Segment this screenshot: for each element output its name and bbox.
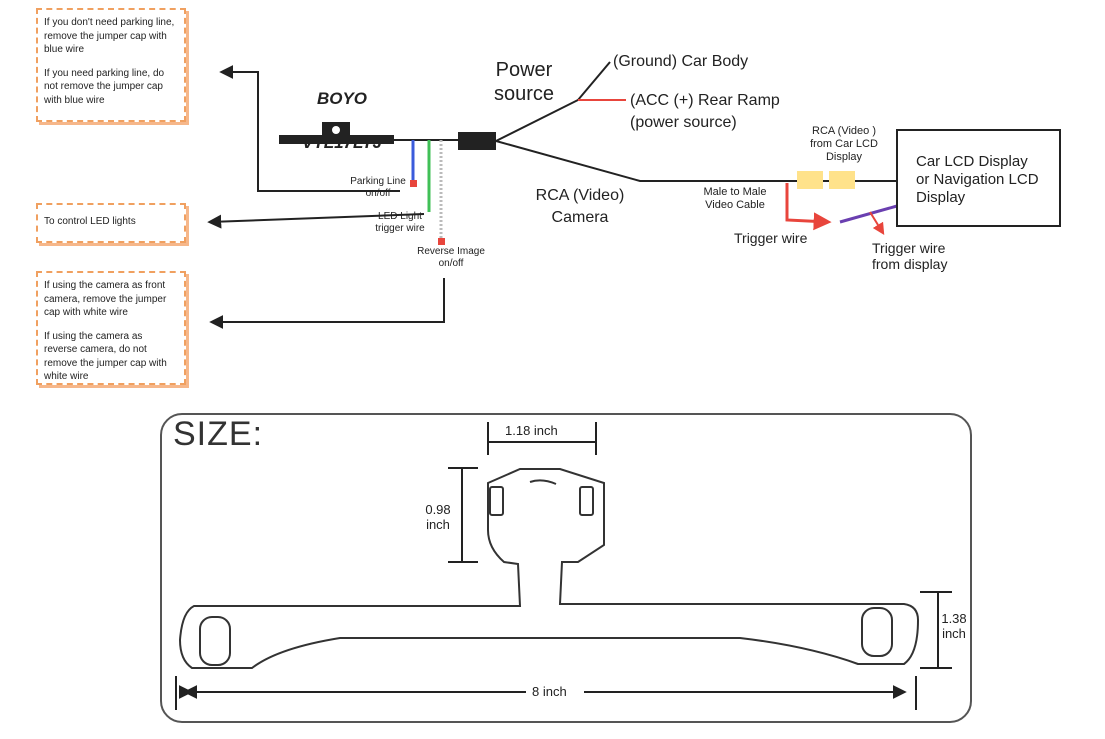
camera-body [279, 122, 394, 144]
led-note-text: To control LED lights [44, 216, 136, 227]
rca-camera-label: RCA (Video) Camera [535, 187, 625, 226]
display-label: Car LCD Display or Navigation LCD Displa… [916, 153, 1039, 206]
male-cable-label: Male to Male Video Cable [703, 186, 767, 212]
led-lights-note: To control LED lights [36, 203, 186, 243]
dim-length: 8 inch [532, 684, 567, 699]
display-trigger-wire [839, 204, 898, 224]
rca-from-display-label: RCA (Video ) from Car LCD Display [810, 125, 878, 164]
trigger-from-display-arrow [869, 211, 885, 236]
reverse-image-label: Reverse Image on/off [417, 246, 485, 269]
power-source-label: Power source [493, 59, 555, 105]
white-jumper-cap [438, 238, 445, 245]
trigger-wire-label: Trigger wire [734, 230, 808, 246]
blue-jumper-cap [410, 180, 417, 187]
brand-line-2: VTL17LTJ [302, 133, 382, 153]
size-title: SIZE: [173, 415, 264, 453]
parking-note-text-1: If you don't need parking line, remove t… [44, 17, 175, 55]
rca-connector-right [829, 171, 855, 189]
led-trigger-label: LED Light trigger wire [375, 211, 425, 234]
dimension-lines [175, 422, 952, 710]
parking-line-label: Parking Line on/off [350, 176, 406, 199]
dim-height-right: 1.38 inch [941, 611, 967, 641]
led-note-arrow [207, 213, 425, 229]
cable-connector [458, 132, 496, 150]
dim-width-top: 1.18 inch [505, 423, 558, 438]
camera-note-text-1: If using the camera as front camera, rem… [44, 280, 167, 318]
brand-label: BOYO VTL17LTJ [292, 66, 392, 176]
size-panel [160, 413, 972, 723]
camera-note-arrow [209, 278, 445, 329]
parking-line-note: If you don't need parking line, remove t… [36, 8, 186, 122]
parking-note-arrow [219, 65, 400, 192]
trigger-from-display-label: Trigger wire from display [872, 240, 948, 273]
parking-note-text-2: If you need parking line, do not remove … [44, 67, 165, 106]
license-plate-bracket [178, 468, 920, 669]
rca-connector-left [797, 171, 823, 189]
car-lcd-display: Car LCD Display or Navigation LCD Displa… [896, 129, 1061, 227]
camera-note-text-2: If using the camera as reverse camera, d… [44, 330, 167, 383]
dim-height-top: 0.98 inch [425, 502, 451, 532]
ground-label: (Ground) Car Body [613, 53, 749, 70]
acc-label: (ACC (+) Rear Ramp (power source) [630, 92, 780, 131]
camera-mode-note: If using the camera as front camera, rem… [36, 271, 186, 385]
trigger-wire [785, 183, 832, 231]
brand-line-1: BOYO [316, 89, 368, 109]
